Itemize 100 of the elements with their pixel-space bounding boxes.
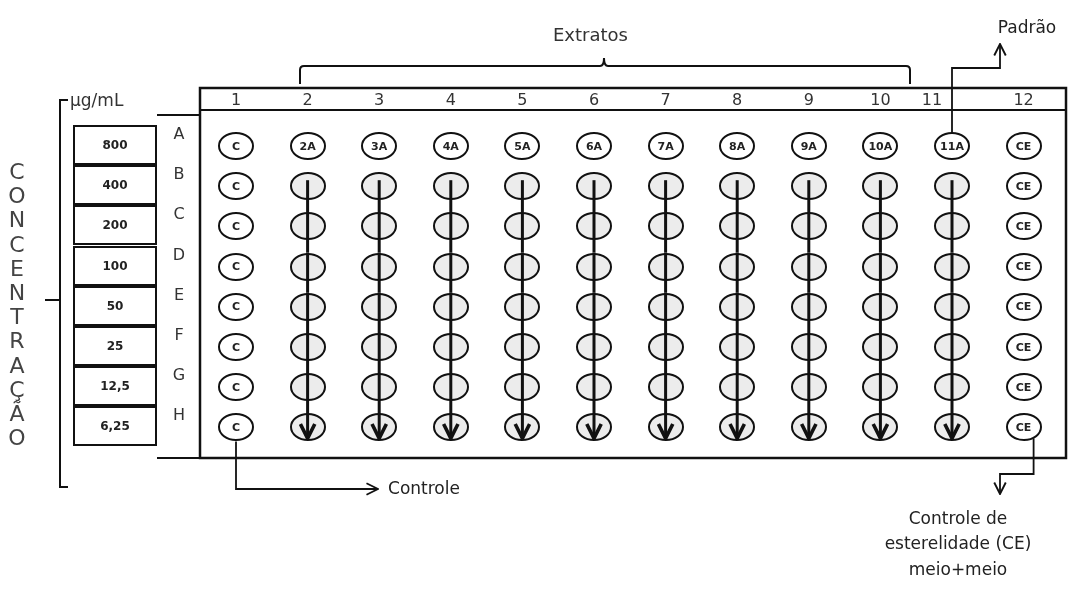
connector-line bbox=[878, 333, 882, 374]
connector-line bbox=[592, 212, 596, 253]
connector-line bbox=[807, 180, 811, 213]
arrow bbox=[943, 373, 961, 441]
well bbox=[862, 252, 899, 281]
connector-line bbox=[520, 292, 524, 333]
column-number: 5 bbox=[516, 90, 529, 109]
connector-line bbox=[735, 212, 739, 253]
connector-line bbox=[807, 333, 811, 374]
well bbox=[934, 333, 970, 361]
well bbox=[576, 333, 612, 361]
well bbox=[934, 212, 970, 241]
arrow bbox=[441, 373, 460, 441]
well bbox=[432, 333, 469, 361]
well bbox=[504, 333, 541, 361]
well: 2A bbox=[289, 132, 326, 160]
column-number: 11 bbox=[920, 90, 944, 109]
well: C bbox=[218, 132, 254, 160]
connector-line bbox=[520, 212, 524, 253]
row-letter: B bbox=[172, 163, 186, 186]
well: CE bbox=[1005, 172, 1042, 201]
connector-line bbox=[950, 180, 954, 213]
well bbox=[862, 373, 899, 402]
well bbox=[432, 373, 469, 402]
connector-line bbox=[377, 212, 381, 253]
well bbox=[576, 212, 612, 241]
connector-line bbox=[520, 180, 524, 213]
connector-line bbox=[735, 292, 739, 333]
well bbox=[361, 212, 398, 241]
well bbox=[862, 292, 899, 321]
connector-line bbox=[878, 212, 882, 253]
arrow bbox=[513, 373, 532, 441]
arrow bbox=[298, 373, 317, 441]
leader-line bbox=[235, 440, 379, 496]
well bbox=[719, 252, 756, 281]
connector-line bbox=[306, 333, 310, 374]
callout-text: Padrão bbox=[997, 16, 1057, 40]
column-number: 4 bbox=[444, 90, 457, 109]
unit-label: µg/mL bbox=[70, 90, 124, 110]
arrow bbox=[585, 373, 603, 441]
well bbox=[289, 212, 326, 241]
leader-line bbox=[951, 43, 1007, 133]
well bbox=[719, 212, 756, 241]
connector-line bbox=[950, 212, 954, 253]
row-letter: H bbox=[172, 404, 186, 427]
well bbox=[934, 373, 970, 402]
arrow bbox=[799, 373, 818, 441]
connector-line bbox=[878, 252, 882, 293]
well bbox=[790, 333, 827, 361]
connector-line bbox=[664, 212, 668, 253]
well bbox=[862, 333, 899, 361]
column-number: 12 bbox=[1012, 90, 1035, 109]
connector-line bbox=[735, 252, 739, 293]
table-cell: 800 bbox=[73, 125, 157, 165]
table-cell: 100 bbox=[73, 245, 157, 286]
well: 5A bbox=[504, 132, 541, 160]
well bbox=[862, 172, 899, 201]
connector-line bbox=[592, 180, 596, 213]
well bbox=[576, 252, 612, 281]
well: C bbox=[218, 252, 254, 281]
column-number: 7 bbox=[659, 90, 672, 109]
column-number: 9 bbox=[802, 90, 815, 109]
well: C bbox=[218, 373, 254, 402]
connector-line bbox=[377, 180, 381, 213]
well bbox=[289, 333, 326, 361]
column-number: 1 bbox=[229, 90, 243, 109]
leader-line bbox=[993, 437, 1035, 495]
well: 3A bbox=[361, 132, 398, 160]
connector-line bbox=[306, 180, 310, 213]
well bbox=[289, 172, 326, 201]
well bbox=[361, 172, 398, 201]
connector-line bbox=[878, 180, 882, 213]
well bbox=[289, 252, 326, 281]
well bbox=[790, 373, 827, 402]
well: 6A bbox=[576, 132, 612, 160]
well bbox=[790, 292, 827, 321]
row-letter: A bbox=[172, 123, 186, 145]
well bbox=[790, 172, 827, 201]
well bbox=[719, 172, 756, 201]
well bbox=[576, 292, 612, 321]
connector-line bbox=[306, 252, 310, 293]
table-cell: 25 bbox=[73, 326, 157, 366]
well bbox=[504, 373, 541, 402]
well bbox=[647, 252, 684, 281]
well: 9A bbox=[790, 132, 827, 160]
well: CE bbox=[1005, 333, 1042, 361]
table-cell: 6,25 bbox=[73, 406, 157, 447]
well bbox=[289, 373, 326, 402]
well bbox=[289, 292, 326, 321]
well bbox=[647, 333, 684, 361]
connector-line bbox=[950, 333, 954, 374]
connector-line bbox=[449, 333, 453, 374]
connector-line bbox=[950, 292, 954, 333]
well: C bbox=[218, 413, 254, 442]
column-number: 6 bbox=[587, 90, 601, 109]
well: CE bbox=[1005, 212, 1042, 241]
connector-line bbox=[449, 252, 453, 293]
well bbox=[504, 252, 541, 281]
well bbox=[504, 172, 541, 201]
row-letter: E bbox=[172, 283, 186, 306]
